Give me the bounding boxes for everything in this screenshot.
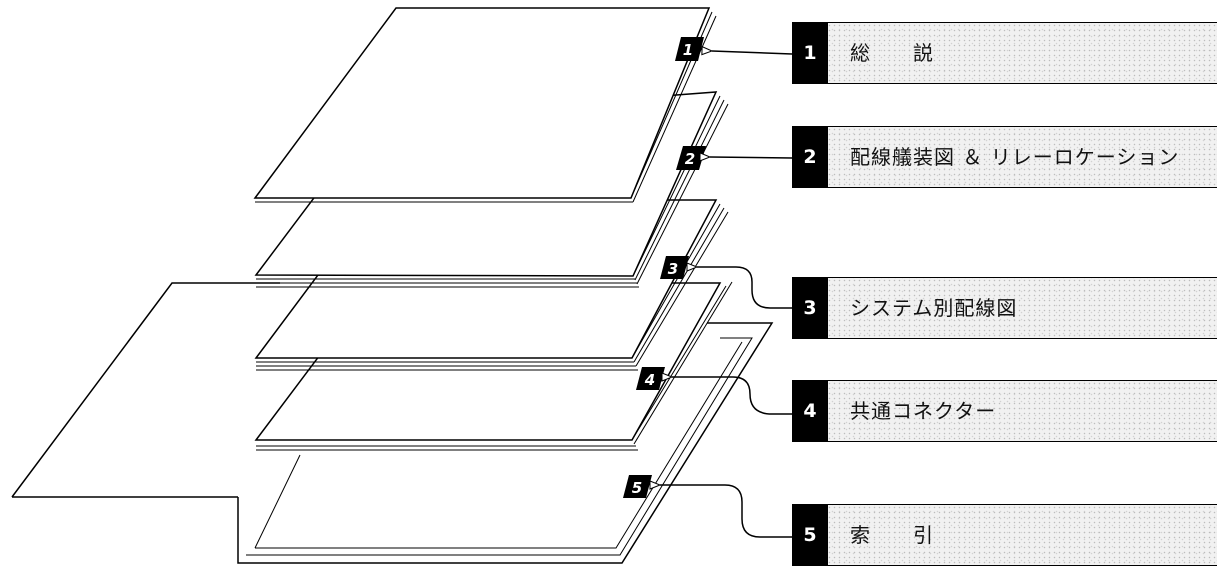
section-title: システム別配線図 — [850, 296, 1018, 320]
section-label-2: 2 配線艤装図 ＆ リレーロケーション — [792, 126, 1217, 188]
section-title: 索 引 — [850, 523, 934, 547]
section-title: 総 説 — [850, 41, 934, 65]
section-label-5: 5 索 引 — [792, 504, 1217, 566]
section-number: 3 — [792, 277, 828, 339]
connector-line-4 — [672, 377, 792, 415]
connector-line-3 — [697, 267, 792, 309]
connector-line-5 — [660, 485, 792, 538]
connector-line-2 — [710, 157, 793, 158]
section-number: 2 — [792, 126, 828, 188]
svg-text:1: 1 — [683, 41, 693, 59]
svg-text:2: 2 — [685, 150, 695, 168]
section-tab-5: 5 — [623, 475, 652, 498]
section-tab-4: 4 — [636, 367, 665, 390]
section-label-1: 1 総 説 — [792, 22, 1217, 84]
section-title: 共通コネクター — [850, 399, 997, 423]
section-tab-1: 1 — [675, 37, 704, 61]
connector-line-1 — [712, 51, 793, 54]
svg-text:3: 3 — [668, 260, 678, 278]
section-tab-3: 3 — [660, 256, 689, 279]
section-number: 4 — [792, 380, 828, 442]
section-title: 配線艤装図 ＆ リレーロケーション — [850, 145, 1180, 169]
section-label-4: 4 共通コネクター — [792, 380, 1217, 442]
section-number: 5 — [792, 504, 828, 566]
section-tab-2: 2 — [676, 146, 706, 170]
svg-text:5: 5 — [632, 479, 642, 497]
section-number: 1 — [792, 22, 828, 84]
svg-text:4: 4 — [644, 371, 655, 389]
section-label-3: 3 システム別配線図 — [792, 277, 1217, 339]
